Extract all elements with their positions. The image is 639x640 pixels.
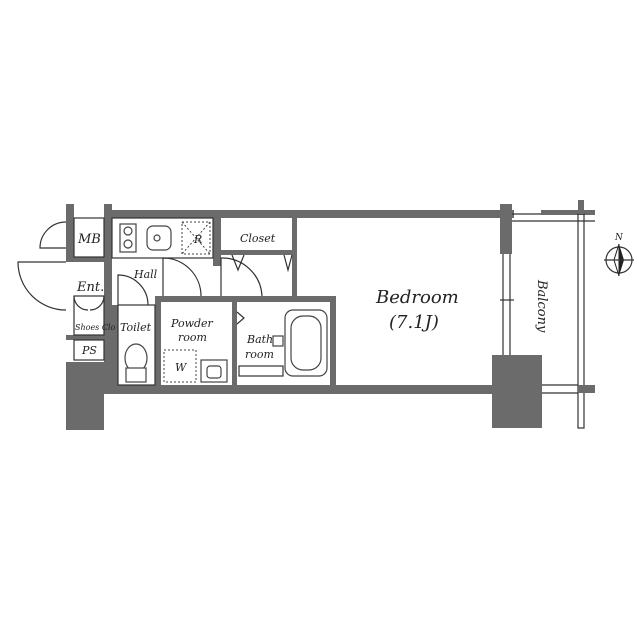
- label-balcony: Balcony: [534, 279, 549, 333]
- washer-space: [163, 349, 197, 383]
- powder-room: [163, 311, 245, 383]
- label-entrance: Ent.: [76, 280, 104, 295]
- powder-door-arc[interactable]: [162, 257, 202, 297]
- label-mb: MB: [77, 232, 101, 247]
- label-toilet: Toilet: [120, 321, 152, 334]
- powder-bath-wall: [232, 296, 237, 388]
- bath-door-mark[interactable]: [236, 311, 245, 325]
- label-washer: W: [175, 361, 188, 374]
- label-closet: Closet: [240, 232, 276, 245]
- label-bath-room-2: room: [245, 348, 274, 361]
- bath-bench: [238, 365, 284, 377]
- inner-left-wall: [104, 204, 112, 394]
- burner-icon: [123, 226, 133, 236]
- label-powder-room-2: room: [178, 331, 207, 344]
- label-powder-room-1: Powder: [170, 317, 214, 330]
- mb-door-arc[interactable]: [39, 221, 67, 249]
- right-column: [492, 355, 542, 428]
- label-shoes-closet: Shoes Clo: [75, 323, 116, 332]
- toilet-door-arc[interactable]: [117, 274, 149, 306]
- label-bedroom: Bedroom: [375, 287, 459, 308]
- kitchen-closet-wall: [213, 218, 221, 266]
- labels: MB Ent. Shoes Clo PS Hall R Closet Toile…: [75, 232, 624, 374]
- balcony-top-wall: [541, 210, 595, 215]
- label-bedroom-size: (7.1J): [389, 312, 439, 333]
- shoes-closet-box: [73, 295, 105, 336]
- label-compass-north: N: [614, 233, 624, 243]
- balcony: [500, 200, 595, 429]
- top-wall: [104, 210, 514, 218]
- mb-box: [73, 217, 105, 258]
- hall-doors: [117, 254, 293, 306]
- closet-bottom-wall: [218, 250, 296, 255]
- mb-bottom-wall: [66, 257, 112, 262]
- ps-box: [73, 339, 105, 361]
- toilet-left-wall: [112, 305, 118, 388]
- balcony-post-top: [578, 200, 584, 214]
- faucet-icon: [272, 335, 284, 347]
- label-ps: PS: [81, 344, 97, 357]
- bottom-wall: [104, 385, 514, 394]
- sink-drain-icon: [153, 234, 161, 242]
- fridge-diag: [181, 221, 211, 255]
- washbasin-bowl-icon: [206, 365, 222, 379]
- kitchen: [111, 217, 214, 259]
- label-bath-room-1: Bath: [246, 333, 273, 346]
- right-wall-upper: [500, 204, 512, 254]
- bathtub-inner-icon: [290, 315, 322, 371]
- label-hall: Hall: [133, 268, 158, 281]
- closet-door-marks[interactable]: [231, 254, 293, 273]
- fridge-space: [181, 221, 211, 255]
- bedroom-door-arc[interactable]: [220, 257, 263, 297]
- compass: [604, 243, 634, 277]
- toilet-tank-icon: [125, 367, 147, 383]
- wet-area-top-wall: [155, 296, 335, 302]
- balcony-bottom-wall: [578, 385, 595, 393]
- left-column: [66, 362, 104, 430]
- powder-left-wall: [155, 296, 161, 388]
- bath-room: [238, 309, 328, 377]
- label-fridge: R: [193, 233, 202, 246]
- shoes-bottom-wall: [66, 335, 112, 340]
- entrance-area: [17, 217, 105, 361]
- entrance-door-arc[interactable]: [17, 261, 67, 311]
- left-wall-upper: [66, 204, 74, 262]
- toilet-room-box: [117, 304, 156, 386]
- bath-partition-wall: [330, 296, 336, 391]
- shoes-closet-doors[interactable]: [73, 295, 105, 311]
- closet-bedroom-wall: [292, 218, 297, 300]
- burner-icon: [123, 239, 133, 249]
- balcony-railing: [577, 213, 585, 429]
- exterior-walls: [66, 204, 542, 430]
- toilet-room: [117, 304, 156, 386]
